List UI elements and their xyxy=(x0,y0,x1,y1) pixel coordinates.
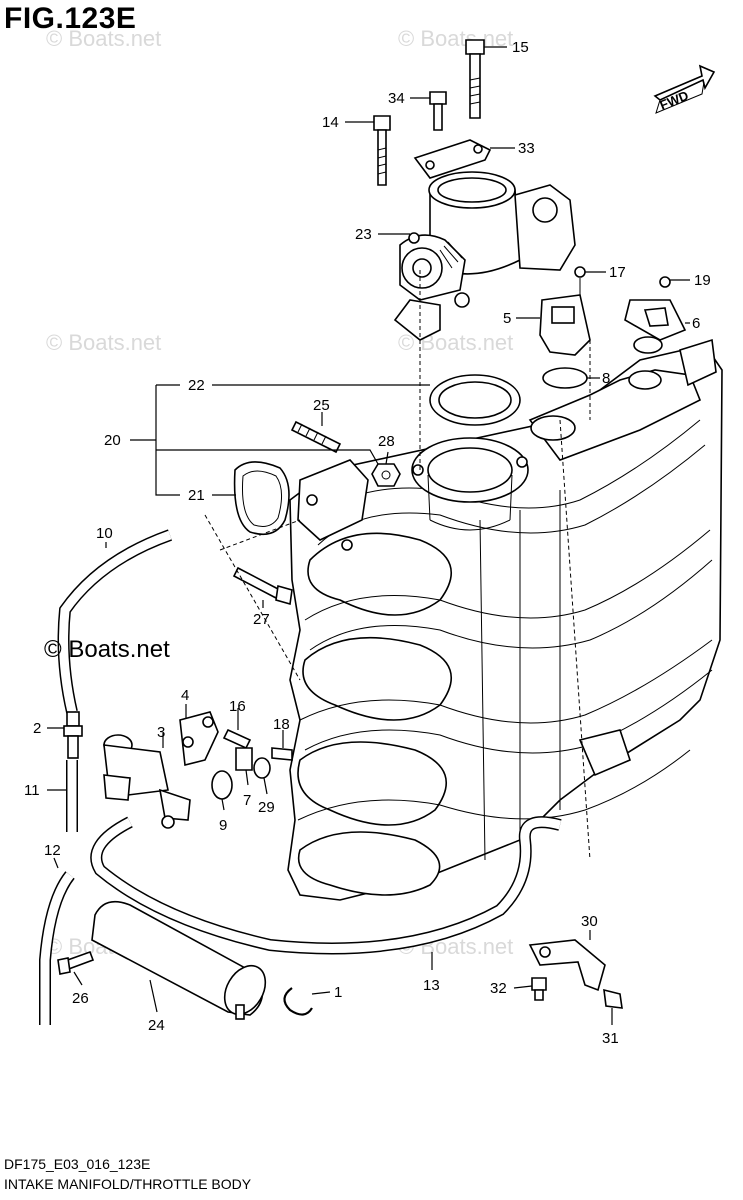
clip xyxy=(603,988,623,1009)
figure-title: FIG.123E xyxy=(4,2,137,35)
callout-13: 13 xyxy=(423,977,440,994)
callout-12: 12 xyxy=(44,842,61,859)
callout-14: 14 xyxy=(322,114,339,131)
gasket xyxy=(233,461,290,536)
callout-26: 26 xyxy=(72,990,89,1007)
callout-28: 28 xyxy=(378,433,395,450)
intake-manifold xyxy=(287,338,723,901)
fitting xyxy=(63,711,83,759)
callout-22: 22 xyxy=(188,377,205,394)
watermark: © Boats.net xyxy=(46,330,162,355)
callout-20: 20 xyxy=(104,432,121,449)
callout-25: 25 xyxy=(313,397,330,414)
callout-27: 27 xyxy=(253,611,270,628)
callout-33: 33 xyxy=(518,140,535,157)
sensor xyxy=(624,276,687,341)
bolt xyxy=(222,728,252,750)
callout-29: 29 xyxy=(258,799,275,816)
callout-10: 10 xyxy=(96,525,113,542)
bolt xyxy=(465,39,485,119)
callout-34: 34 xyxy=(388,90,405,107)
callout-18: 18 xyxy=(273,716,290,733)
callout-23: 23 xyxy=(355,226,372,243)
callout-4: 4 xyxy=(181,687,189,704)
callout-6: 6 xyxy=(692,315,700,332)
nut xyxy=(371,463,401,487)
callout-31: 31 xyxy=(602,1030,619,1047)
vsv-valve xyxy=(103,734,191,829)
callout-9: 9 xyxy=(219,817,227,834)
bushing xyxy=(235,747,253,771)
callout-32: 32 xyxy=(490,980,507,997)
watermark: © Boats.net xyxy=(46,26,162,51)
o-ring xyxy=(633,336,663,354)
sensor xyxy=(539,266,591,356)
fwd-label: FWD xyxy=(658,88,691,113)
figure-code: DF175_E03_016_123E xyxy=(4,1156,151,1172)
figure-caption: INTAKE MANIFOLD/THROTTLE BODY xyxy=(4,1176,252,1192)
callout-3: 3 xyxy=(157,724,165,741)
watermark-bold: © Boats.net xyxy=(44,636,170,663)
clamp xyxy=(283,987,313,1016)
callout-11: 11 xyxy=(24,782,40,799)
grommet xyxy=(211,770,233,800)
callout-8: 8 xyxy=(602,370,610,387)
callout-15: 15 xyxy=(512,39,529,56)
o-ring xyxy=(542,367,588,389)
callout-1: 1 xyxy=(334,984,342,1001)
bolt xyxy=(373,115,391,186)
throttle-body xyxy=(393,171,576,341)
callout-16: 16 xyxy=(229,698,246,715)
bolt xyxy=(531,977,547,991)
canister xyxy=(91,900,267,1020)
callout-5: 5 xyxy=(503,310,511,327)
callout-24: 24 xyxy=(148,1017,165,1034)
callout-19: 19 xyxy=(694,272,711,289)
gasket xyxy=(413,139,492,179)
callout-2: 2 xyxy=(33,720,41,737)
bolt xyxy=(429,91,447,131)
callout-17: 17 xyxy=(609,264,626,281)
leader-lines xyxy=(47,46,690,1025)
callout-30: 30 xyxy=(581,913,598,930)
callout-7: 7 xyxy=(243,792,251,809)
bolt xyxy=(232,566,282,600)
callout-21: 21 xyxy=(188,487,205,504)
callout-labels: 15 34 14 33 23 17 19 5 6 8 22 25 20 28 2… xyxy=(24,39,711,1047)
washer xyxy=(253,757,271,779)
bolt xyxy=(271,747,293,761)
fwd-arrow-icon: FWD xyxy=(653,64,716,114)
